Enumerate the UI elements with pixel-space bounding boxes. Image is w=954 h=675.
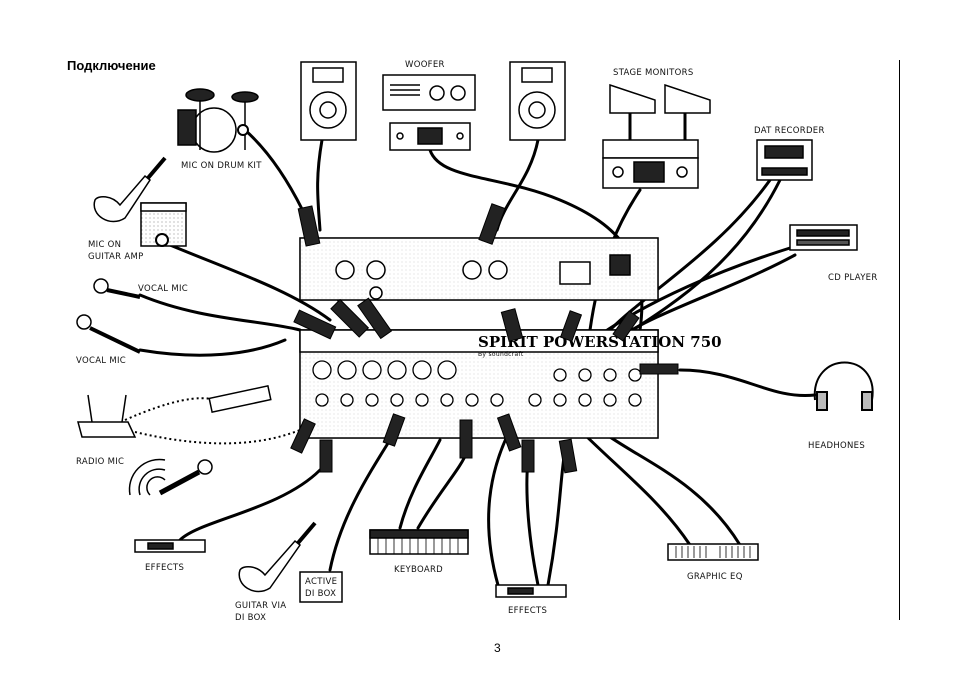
effects-bottom-label: EFFECTS: [508, 606, 547, 616]
cable-effects-left: [178, 468, 322, 542]
speaker-left: [300, 61, 357, 141]
cable-eq-a: [578, 428, 692, 547]
cable-amp-mic: [168, 243, 332, 322]
effects-unit-bottom: [495, 584, 567, 598]
radio-mic-handheld: [128, 458, 213, 496]
mixer-panel: [299, 329, 659, 439]
vocal-mic-2-label: VOCAL MIC: [76, 356, 126, 366]
cable-di-box: [328, 438, 392, 572]
cable-vocal-2: [138, 338, 287, 357]
mic-on-drum-kit-label: MIC ON DRUM KIT: [181, 161, 262, 171]
dat-recorder: [756, 139, 813, 181]
radio-xlr-plug: [208, 385, 272, 413]
cable-effects-bottom-c: [546, 448, 567, 587]
di-guitar: [238, 521, 317, 593]
active-di-box-label-1: ACTIVE: [305, 577, 337, 587]
rear-power-panel: [299, 237, 659, 301]
headphones: [813, 361, 874, 411]
page-title: Подключение: [67, 58, 156, 73]
cable-left-speaker: [316, 138, 324, 232]
cable-keyboard-b: [416, 448, 470, 530]
headphones-label: HEADHONES: [808, 441, 865, 451]
woofer-cabinet: [382, 74, 476, 111]
mixer-xlr-row: [312, 360, 457, 380]
active-di-box-label-2: DI BOX: [305, 589, 336, 599]
mixer-jack-row: [315, 368, 642, 407]
radio-mic-receiver: [77, 394, 137, 438]
vocal-mic-1-label: VOCAL MIC: [138, 284, 188, 294]
active-di-box: [299, 571, 343, 603]
speaker-right: [509, 61, 566, 141]
cable-headphones: [678, 368, 817, 398]
guitar-via-di-label-2: DI BOX: [235, 613, 266, 623]
page-number: 3: [494, 641, 501, 655]
wireless-links: [124, 397, 301, 445]
woofer-amp: [389, 122, 471, 151]
mixer-plugs-top: [293, 203, 679, 375]
cd-player: [789, 224, 858, 251]
dat-recorder-label: DAT RECORDER: [754, 126, 825, 136]
cable-keyboard-a: [398, 438, 442, 530]
drum-mic: [237, 124, 249, 136]
amp-mic: [155, 233, 169, 247]
vocal-mic-1: [93, 278, 141, 299]
graphic-eq: [667, 543, 759, 561]
effects-left-label: EFFECTS: [145, 563, 184, 573]
cable-eq-b: [598, 428, 742, 547]
guitar-via-di-label-1: GUITAR VIA: [235, 601, 286, 611]
mic-on-guitar-amp-label-1: MIC ON: [88, 240, 121, 250]
stage-monitor-wedges: [609, 83, 711, 114]
keyboard-label: KEYBOARD: [394, 565, 443, 575]
mic-on-guitar-amp-label-2: GUITAR AMP: [88, 252, 144, 262]
radio-mic-label: RADIO MIC: [76, 457, 124, 467]
stage-monitors-label: STAGE MONITORS: [613, 68, 694, 78]
cable-cd-a: [598, 246, 792, 337]
woofer-label: WOOFER: [405, 60, 445, 70]
keyboard-instrument: [369, 529, 469, 555]
mixer-brand-sub: By soundcraft: [478, 351, 524, 358]
vocal-mic-2: [76, 314, 141, 354]
cable-effects-bottom-a: [487, 428, 512, 587]
cd-player-label: CD PLAYER: [828, 273, 878, 283]
mixer-plugs-bottom: [290, 413, 578, 474]
cable-vocal-1: [138, 293, 302, 332]
monitor-amp: [602, 139, 699, 189]
drum-kit: [177, 88, 259, 153]
graphic-eq-label: GRAPHIC EQ: [687, 572, 743, 582]
mixer-brand: SPIRIT POWERSTATION 750: [478, 333, 722, 351]
electric-guitar: [93, 156, 167, 223]
effects-unit-left: [134, 539, 206, 553]
page-divider: [899, 60, 900, 620]
